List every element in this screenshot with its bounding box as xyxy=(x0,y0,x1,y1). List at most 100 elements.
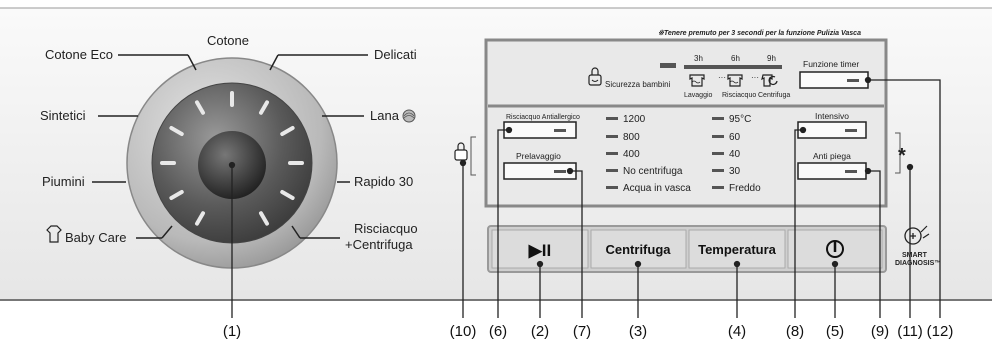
dial-position-markers xyxy=(160,91,304,226)
program-label-piumini: Piumini xyxy=(42,174,85,189)
child-lock-led xyxy=(660,63,676,68)
dial-marker xyxy=(280,126,295,136)
dial-marker xyxy=(259,100,269,115)
anti-crease-led xyxy=(845,170,857,173)
program-labels: Cotone Eco Cotone Delicati Sintetici Lan… xyxy=(40,33,418,252)
program-label-sintetici: Sintetici xyxy=(40,108,86,123)
program-label-lana: Lana xyxy=(370,108,400,123)
callout-number: (1) xyxy=(223,323,241,340)
callout-number: (2) xyxy=(531,323,549,340)
leader-delicati-tail xyxy=(269,54,279,71)
delay-time-bar xyxy=(684,65,782,69)
spin-option-label: No centrifuga xyxy=(623,166,683,177)
callout-number: (12) xyxy=(927,323,954,340)
callout-number: (6) xyxy=(489,323,507,340)
display-area: ※Tenere premuto per 3 secondi per la fun… xyxy=(484,29,888,208)
dial-marker xyxy=(169,126,184,136)
temperature-button-label: Temperatura xyxy=(698,242,777,257)
spin-button-label: Centrifuga xyxy=(606,242,672,257)
rinse-to-spin-dots: ··· xyxy=(751,73,759,82)
spin-option-led xyxy=(606,186,618,189)
bottom-button-bar: ▶II Centrifuga Temperatura xyxy=(487,225,887,273)
power-icon xyxy=(826,240,844,258)
smart-diagnosis-badge: SMART DIAGNOSIS™ xyxy=(895,225,941,267)
allergy-rinse-led xyxy=(554,129,566,132)
spin-option-label: 800 xyxy=(623,132,640,143)
dial-marker xyxy=(195,100,205,115)
callout-number: (9) xyxy=(871,323,889,340)
leader-cotone-eco-tail xyxy=(187,54,197,71)
wash-stage-icon xyxy=(689,74,705,87)
program-label-centrifuga: +Centrifuga xyxy=(345,237,413,252)
dial-marker xyxy=(259,211,269,226)
callout-number: (7) xyxy=(573,323,591,340)
leader-risciacquo-tail xyxy=(291,225,301,239)
delay-time-6h: 6h xyxy=(731,54,740,63)
tub-clean-bracket: * xyxy=(895,132,906,174)
callout-number: (10) xyxy=(450,323,477,340)
callout-number: (11) xyxy=(897,323,923,340)
temperature-option-led xyxy=(712,135,724,138)
rinse-stage-icon xyxy=(727,74,743,87)
callout-line-9 xyxy=(868,170,881,318)
anti-crease-label: Anti piega xyxy=(813,151,851,161)
program-label-rapido30: Rapido 30 xyxy=(354,174,413,189)
delay-time-3h: 3h xyxy=(694,54,703,63)
temperature-option-led xyxy=(712,152,724,155)
leader-baby-care-tail xyxy=(161,225,173,239)
prewash-label: Prelavaggio xyxy=(516,151,561,161)
callout-line-12 xyxy=(868,79,941,318)
child-lock-bracket xyxy=(454,136,476,176)
baby-care-icon xyxy=(46,225,62,243)
program-label-cotone-eco: Cotone Eco xyxy=(45,47,113,62)
child-lock-small-icon xyxy=(454,142,468,161)
temperature-option-label: 40 xyxy=(729,149,741,160)
smart-diagnosis-line1: SMART xyxy=(902,252,928,259)
callout-number: (8) xyxy=(786,323,804,340)
wash-to-rinse-dots: ··· xyxy=(718,73,726,82)
temperature-option-led xyxy=(712,169,724,172)
intensive-led xyxy=(845,129,857,132)
timer-button-led xyxy=(847,79,859,82)
temperature-option-led xyxy=(712,186,724,189)
child-lock-label: Sicurezza bambini xyxy=(605,80,671,89)
intensive-label: Intensivo xyxy=(815,111,849,121)
child-lock-icon xyxy=(588,67,602,86)
dial-marker xyxy=(169,190,184,200)
callout-number: (5) xyxy=(826,323,844,340)
program-label-delicati: Delicati xyxy=(374,47,417,62)
program-label-cotone: Cotone xyxy=(207,33,249,48)
stage-label-rinse: Risciacquo xyxy=(722,92,756,99)
stage-label-wash: Lavaggio xyxy=(684,92,713,99)
prewash-led xyxy=(554,170,566,173)
allergy-rinse-label: Risciacquo Antiallergico xyxy=(506,114,580,121)
program-label-risciacquo: Risciacquo xyxy=(354,221,418,236)
spin-option-led xyxy=(606,117,618,120)
callout-number: (4) xyxy=(728,323,746,340)
wool-icon xyxy=(402,109,416,123)
spin-option-led xyxy=(606,135,618,138)
dial-marker xyxy=(195,211,205,226)
temperature-option-label: 30 xyxy=(729,166,741,177)
spin-option-led xyxy=(606,169,618,172)
temperature-option-label: 60 xyxy=(729,132,741,143)
callout-line-6 xyxy=(497,129,509,318)
callout-numbers: (1) (10) (6) (2) (7) (3) (4) (8) (5) (9) (11)(12) xyxy=(223,323,954,340)
program-label-baby-care: Baby Care xyxy=(65,230,126,245)
delay-time-9h: 9h xyxy=(767,54,776,63)
smart-diagnosis-line2: DIAGNOSIS™ xyxy=(895,260,941,267)
spin-stage-icon xyxy=(761,74,778,87)
temperature-option-label: Freddo xyxy=(729,183,761,194)
spin-option-led xyxy=(606,152,618,155)
callout-number: (3) xyxy=(629,323,647,340)
temperature-option-label: 95°C xyxy=(729,114,751,125)
dial-marker xyxy=(280,190,295,200)
stage-label-spin: Centrifuga xyxy=(758,92,790,99)
spin-option-label: 400 xyxy=(623,149,640,160)
timer-button-label: Funzione timer xyxy=(803,59,859,69)
spin-option-label: Acqua in vasca xyxy=(623,183,691,194)
